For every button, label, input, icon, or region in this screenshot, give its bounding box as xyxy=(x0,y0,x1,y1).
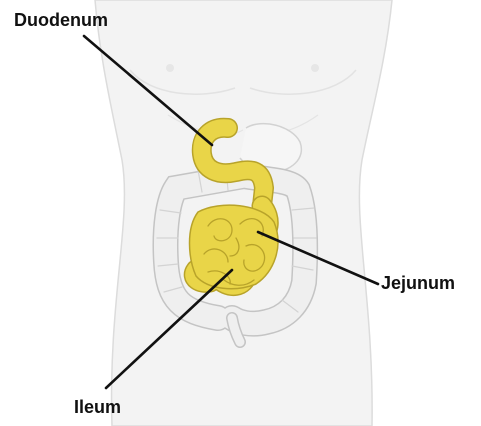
jejunum-label: Jejunum xyxy=(381,274,455,292)
duodenum-label: Duodenum xyxy=(14,11,108,29)
ileum-label: Ileum xyxy=(74,398,121,416)
